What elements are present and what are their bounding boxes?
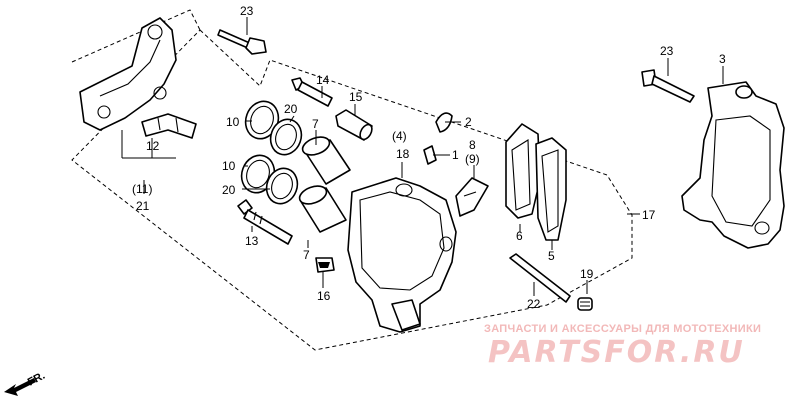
- pin-sleeve: [335, 109, 373, 141]
- callout-18: 18: [396, 147, 410, 161]
- callout-7-lower: 7: [303, 248, 310, 262]
- callout-6: 6: [516, 229, 523, 243]
- caliper-assembly: [681, 81, 785, 249]
- callout-19: 19: [580, 267, 594, 281]
- callout-20-upper: 20: [284, 102, 298, 116]
- bleeder-cap: [423, 145, 437, 165]
- callout-3: 3: [719, 52, 726, 66]
- bleeder-valve: [315, 257, 335, 273]
- pad-retainer-clip: [141, 113, 197, 139]
- callout-23-left: 23: [240, 4, 254, 18]
- callout-14: 14: [316, 73, 330, 87]
- callout-7-upper: 7: [312, 117, 319, 131]
- callouts: 23 23 3 14 15 10 20 7 10 20 12 (11) 21 (…: [132, 4, 726, 311]
- callout-13: 13: [245, 234, 259, 248]
- watermark-logo: PARTSFOR.RU: [488, 335, 745, 370]
- assembly-boundary: [71, 9, 633, 351]
- callout-23-right: 23: [660, 44, 674, 58]
- callout-5: 5: [548, 249, 555, 263]
- pin-clip: [435, 112, 453, 133]
- front-direction-label: FR.: [26, 370, 47, 389]
- mounting-bolt-left: [217, 29, 267, 55]
- brake-pads: [505, 123, 567, 241]
- callout-2: 2: [465, 115, 472, 129]
- callout-4: (4): [392, 129, 407, 143]
- caliper-bracket: [79, 17, 177, 131]
- callout-15: 15: [349, 90, 363, 104]
- callout-17: 17: [642, 208, 656, 222]
- caliper-body: [347, 177, 457, 333]
- leader-lines: [121, 17, 724, 296]
- mounting-bolt-right: [641, 69, 695, 103]
- callout-9: (9): [465, 152, 480, 166]
- front-arrow-icon: [4, 378, 36, 396]
- watermark: ЗАПЧАСТИ И АКСЕССУАРЫ ДЛЯ МОТОТЕХНИКИ PA…: [484, 323, 761, 370]
- callout-10-upper: 10: [226, 115, 240, 129]
- callout-8: 8: [469, 138, 476, 152]
- pad-pin: [509, 253, 571, 303]
- slide-pin: [237, 199, 293, 245]
- callout-1: 1: [452, 148, 459, 162]
- pistons: [298, 136, 351, 233]
- piston-seals: [240, 100, 303, 205]
- callout-12: 12: [146, 139, 160, 153]
- front-direction-arrow: FR.: [4, 370, 47, 396]
- pad-spring: [455, 177, 489, 217]
- watermark-tagline: ЗАПЧАСТИ И АКСЕССУАРЫ ДЛЯ МОТОТЕХНИКИ: [484, 323, 761, 335]
- callout-10-lower: 10: [222, 159, 236, 173]
- pin-plug: [577, 297, 593, 311]
- callout-22: 22: [527, 297, 541, 311]
- callout-11: (11): [132, 182, 152, 196]
- callout-20-lower: 20: [222, 183, 236, 197]
- callout-21: 21: [136, 199, 150, 213]
- callout-16: 16: [317, 289, 331, 303]
